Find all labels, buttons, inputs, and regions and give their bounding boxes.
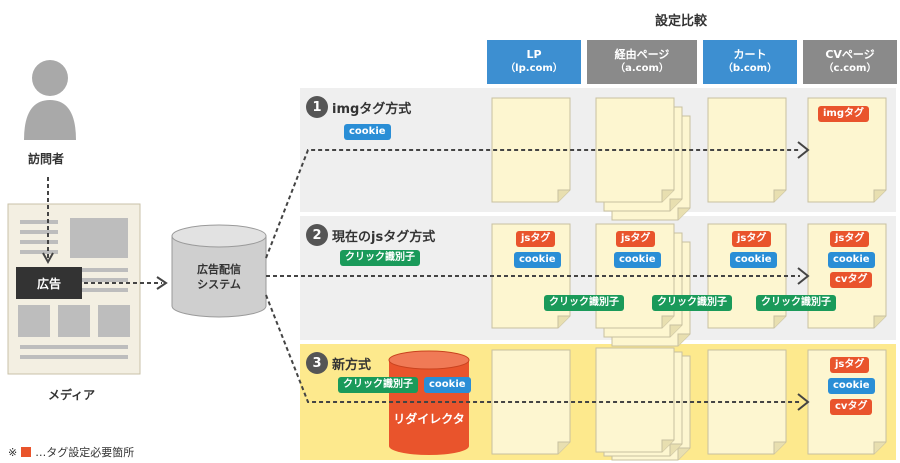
column-header-sub: （a.com） (615, 63, 669, 74)
row-title-1: 1 imgタグ方式 (306, 96, 411, 118)
redirector-database-icon (388, 350, 470, 455)
column-header-label: カート (733, 48, 767, 61)
row-title-text: 新方式 (332, 357, 372, 373)
column-header-lp: LP （lp.com） (487, 40, 581, 84)
row-title-3: 3 新方式 (306, 352, 371, 374)
column-header-sub: （lp.com） (505, 63, 563, 74)
cookie-tag: cookie (828, 252, 875, 268)
click-id-tag: クリック識別子 (338, 377, 418, 393)
column-header-cart: カート （b.com） (703, 40, 797, 84)
media-label: メディア (48, 388, 96, 402)
click-id-tag: クリック識別子 (544, 295, 624, 311)
number-badge: 1 (306, 96, 328, 118)
footnote-mark: ※ (8, 445, 18, 459)
cookie-tag: cookie (730, 252, 777, 268)
footnote-text: …タグ設定必要箇所 (35, 446, 135, 459)
red-square-icon (21, 447, 32, 457)
js-tag-marker: jsタグ (830, 357, 870, 373)
ad-system-database-icon (171, 224, 267, 318)
row-title-text: 現在のjsタグ方式 (332, 229, 436, 245)
number-badge: 2 (306, 224, 328, 246)
click-id-tag: クリック識別子 (340, 250, 420, 266)
row-title-2: 2 現在のjsタグ方式 (306, 224, 435, 246)
js-tag-marker: jsタグ (516, 231, 556, 247)
row-title-text: imgタグ方式 (332, 101, 412, 117)
ad-label: 広告 (36, 276, 61, 291)
redirector-label: リダイレクタ (393, 412, 465, 426)
cookie-tag: cookie (514, 252, 561, 268)
ad-banner: 広告 (16, 267, 82, 299)
cookie-tag: cookie (828, 378, 875, 394)
cookie-tag: cookie (344, 124, 391, 140)
column-header-label: CVページ (825, 48, 875, 61)
column-header-sub: （c.com） (823, 63, 877, 74)
column-header-sub: （b.com） (722, 63, 778, 74)
ad-system-label: 広告配信 システム (197, 263, 241, 291)
column-header-cv-page: CVページ （c.com） (803, 40, 897, 84)
flow-arrows (42, 141, 810, 411)
comparison-title: 設定比較 (655, 14, 708, 29)
column-header-label: 経由ページ (614, 48, 670, 61)
cv-tag-marker: cvタグ (830, 399, 873, 415)
cv-tag-marker: cvタグ (830, 272, 873, 288)
visitor-label: 訪問者 (28, 152, 65, 166)
js-tag-marker: jsタグ (830, 231, 870, 247)
cookie-tag: cookie (614, 252, 661, 268)
click-id-tag: クリック識別子 (756, 295, 836, 311)
column-header-via-page: 経由ページ （a.com） (587, 40, 697, 84)
visitor-icon (24, 60, 76, 140)
js-tag-marker: jsタグ (616, 231, 656, 247)
cookie-tag: cookie (424, 377, 471, 393)
footnote: ※ …タグ設定必要箇所 (8, 444, 134, 460)
click-id-tag: クリック識別子 (652, 295, 732, 311)
img-tag-marker: imgタグ (818, 106, 870, 122)
number-badge: 3 (306, 352, 328, 374)
js-tag-marker: jsタグ (732, 231, 772, 247)
column-header-label: LP (526, 48, 542, 61)
